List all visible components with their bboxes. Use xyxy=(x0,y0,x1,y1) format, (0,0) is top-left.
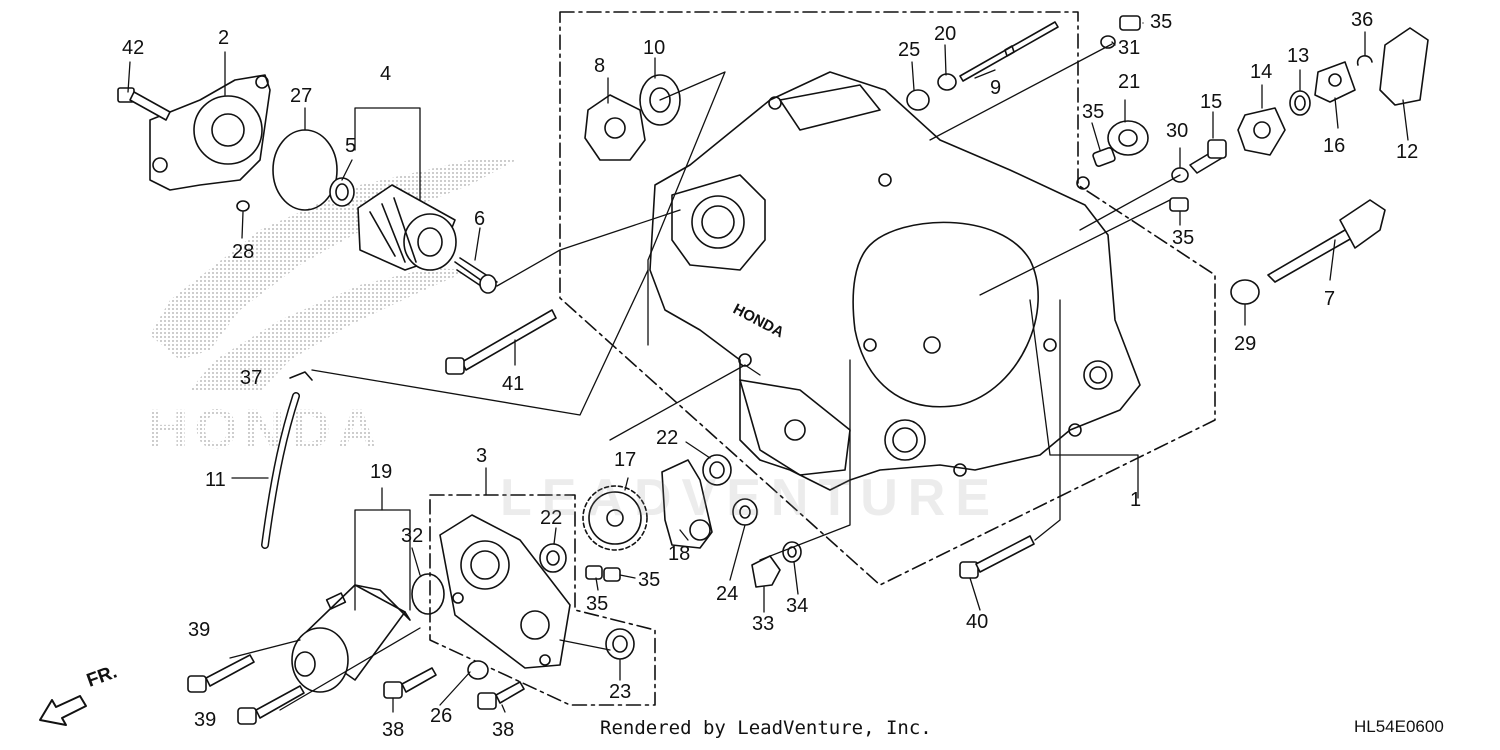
callout-label-c27: 27 xyxy=(290,85,312,107)
callout-label-c8: 8 xyxy=(594,55,605,77)
bearings-part-22 xyxy=(539,454,732,573)
callout-label-c31: 31 xyxy=(1118,37,1140,59)
seal-part-5 xyxy=(329,177,355,207)
callout-label-c38b: 38 xyxy=(492,719,514,741)
o-ring-part-29 xyxy=(1230,279,1260,305)
callout-label-c15: 15 xyxy=(1200,91,1222,113)
washer-part-26 xyxy=(467,660,489,680)
callout-label-c9: 9 xyxy=(990,77,1001,99)
callout-label-c28: 28 xyxy=(232,241,254,263)
callout-label-c18: 18 xyxy=(668,543,690,565)
callout-label-c21: 21 xyxy=(1118,71,1140,93)
oil-filter-cover-part-2 xyxy=(149,74,271,191)
callout-label-c22b: 22 xyxy=(540,507,562,529)
callout-label-c26: 26 xyxy=(430,705,452,727)
front-direction-arrow-icon xyxy=(39,695,87,726)
callout-label-c35b: 35 xyxy=(1082,101,1104,123)
seal-part-20 xyxy=(937,73,957,91)
plate-part-14 xyxy=(1237,107,1286,156)
callout-label-c14: 14 xyxy=(1250,61,1272,83)
arm-part-18 xyxy=(661,459,713,549)
callout-label-c24: 24 xyxy=(716,583,738,605)
callout-label-c35e: 35 xyxy=(638,569,660,591)
callout-label-c30: 30 xyxy=(1166,120,1188,142)
callout-label-c4: 4 xyxy=(380,63,391,85)
rotor-part-8 xyxy=(584,94,646,161)
gear-part-17 xyxy=(582,485,648,551)
callout-label-c32: 32 xyxy=(401,525,423,547)
starter-motor-part-19 xyxy=(291,584,411,693)
oil-pump-part-3 xyxy=(439,514,571,669)
callout-label-c37: 37 xyxy=(240,367,262,389)
callout-label-c29: 29 xyxy=(1234,333,1256,355)
callout-label-c36: 36 xyxy=(1351,9,1373,31)
callout-label-c10: 10 xyxy=(643,37,665,59)
callout-label-c11: 11 xyxy=(205,469,226,491)
shaft-part-9 xyxy=(959,21,1059,82)
callout-label-c35d: 35 xyxy=(586,593,608,615)
callout-label-c35c: 35 xyxy=(1172,227,1194,249)
callout-label-c3: 3 xyxy=(476,445,487,467)
bolt-part-40 xyxy=(959,535,1035,579)
spring-part-13 xyxy=(1289,90,1311,116)
callout-label-c7: 7 xyxy=(1324,288,1335,310)
callout-label-c12: 12 xyxy=(1396,141,1418,163)
assembly-outline-cover xyxy=(559,11,1216,586)
callout-label-c1: 1 xyxy=(1130,489,1141,511)
callout-label-c13: 13 xyxy=(1287,45,1309,67)
diagram-code: HL54E0600 xyxy=(1354,717,1444,736)
leadventure-watermark: LEADVENTURE xyxy=(500,469,1001,527)
spring-part-6 xyxy=(454,257,498,294)
washer-part-31 xyxy=(1100,35,1116,49)
cover-plate-part-12 xyxy=(1379,27,1429,106)
callout-label-c2: 2 xyxy=(218,27,229,49)
clip-part-37 xyxy=(289,371,313,381)
nut-part-33 xyxy=(751,555,781,588)
callout-label-c20: 20 xyxy=(934,23,956,45)
callout-label-c25: 25 xyxy=(898,39,920,61)
oil-filter-part-4 xyxy=(357,184,457,271)
callout-label-c40: 40 xyxy=(966,611,988,633)
washer-part-28 xyxy=(236,200,250,212)
callout-label-c35a: 35 xyxy=(1150,11,1172,33)
dipstick-part-7 xyxy=(1267,199,1386,283)
callout-label-c38a: 38 xyxy=(382,719,404,741)
assembly-outline-pump xyxy=(429,494,656,706)
leader-lines xyxy=(127,22,1409,713)
bolts-part-39 xyxy=(187,654,305,725)
crankcase-cover-part-1: HONDA xyxy=(649,71,1141,491)
callout-label-c16: 16 xyxy=(1323,135,1345,157)
callout-label-c22a: 22 xyxy=(656,427,678,449)
callout-label-c42: 42 xyxy=(122,37,144,59)
callout-label-c17: 17 xyxy=(614,449,636,471)
callout-label-c19: 19 xyxy=(370,461,392,483)
bolt-part-42 xyxy=(117,87,171,121)
callout-label-c41: 41 xyxy=(502,373,524,395)
callout-label-c33: 33 xyxy=(752,613,774,635)
callout-label-c34: 34 xyxy=(786,595,808,617)
bearing-part-25 xyxy=(906,89,930,111)
honda-wordmark-watermark: HONDA xyxy=(148,397,383,460)
bolt-part-41 xyxy=(445,309,557,375)
callout-label-c5: 5 xyxy=(345,135,356,157)
bearing-part-23 xyxy=(605,628,635,660)
plate-part-16 xyxy=(1314,61,1356,103)
o-ring-part-27 xyxy=(272,129,338,211)
callout-label-c39b: 39 xyxy=(194,709,216,731)
bearing-part-21 xyxy=(1107,120,1149,156)
callout-label-c6: 6 xyxy=(474,208,485,230)
washer-part-34 xyxy=(782,541,802,563)
rendered-by-credit: Rendered by LeadVenture, Inc. xyxy=(600,717,932,739)
callout-label-c23: 23 xyxy=(609,681,631,703)
o-ring-part-32 xyxy=(411,573,445,615)
bolts-part-38 xyxy=(383,667,525,710)
bolt-part-15 xyxy=(1189,139,1227,174)
callout-label-c39a: 39 xyxy=(188,619,210,641)
clip-part-36 xyxy=(1356,55,1373,66)
